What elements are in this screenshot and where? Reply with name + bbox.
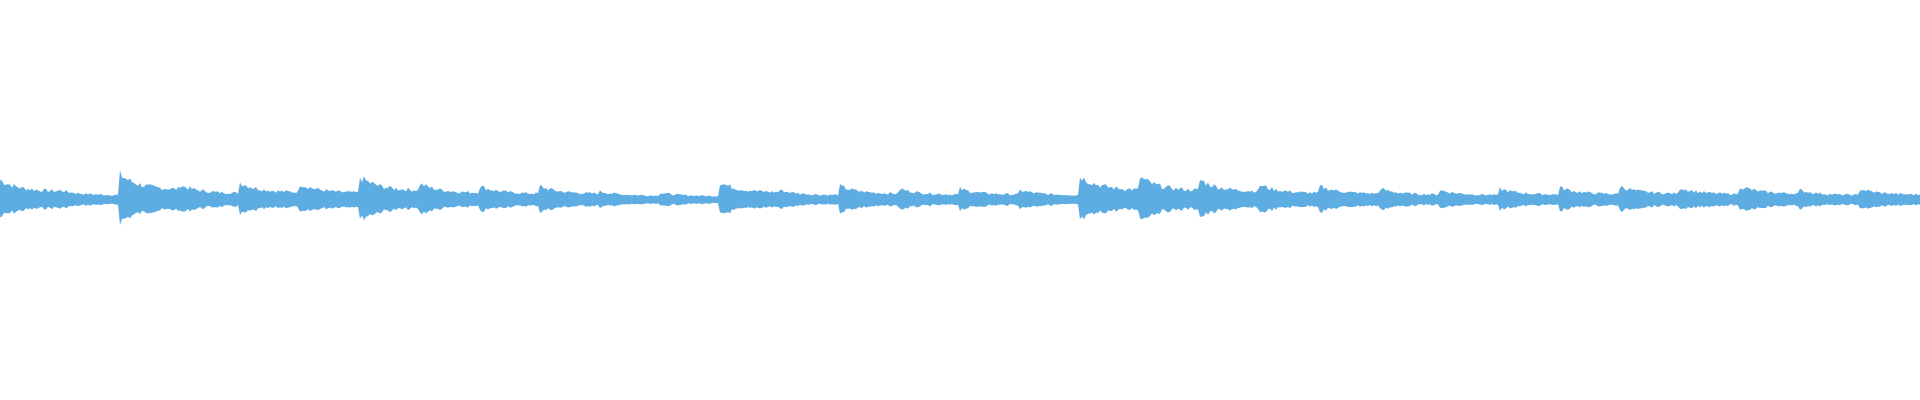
- waveform-shape: [0, 170, 1920, 226]
